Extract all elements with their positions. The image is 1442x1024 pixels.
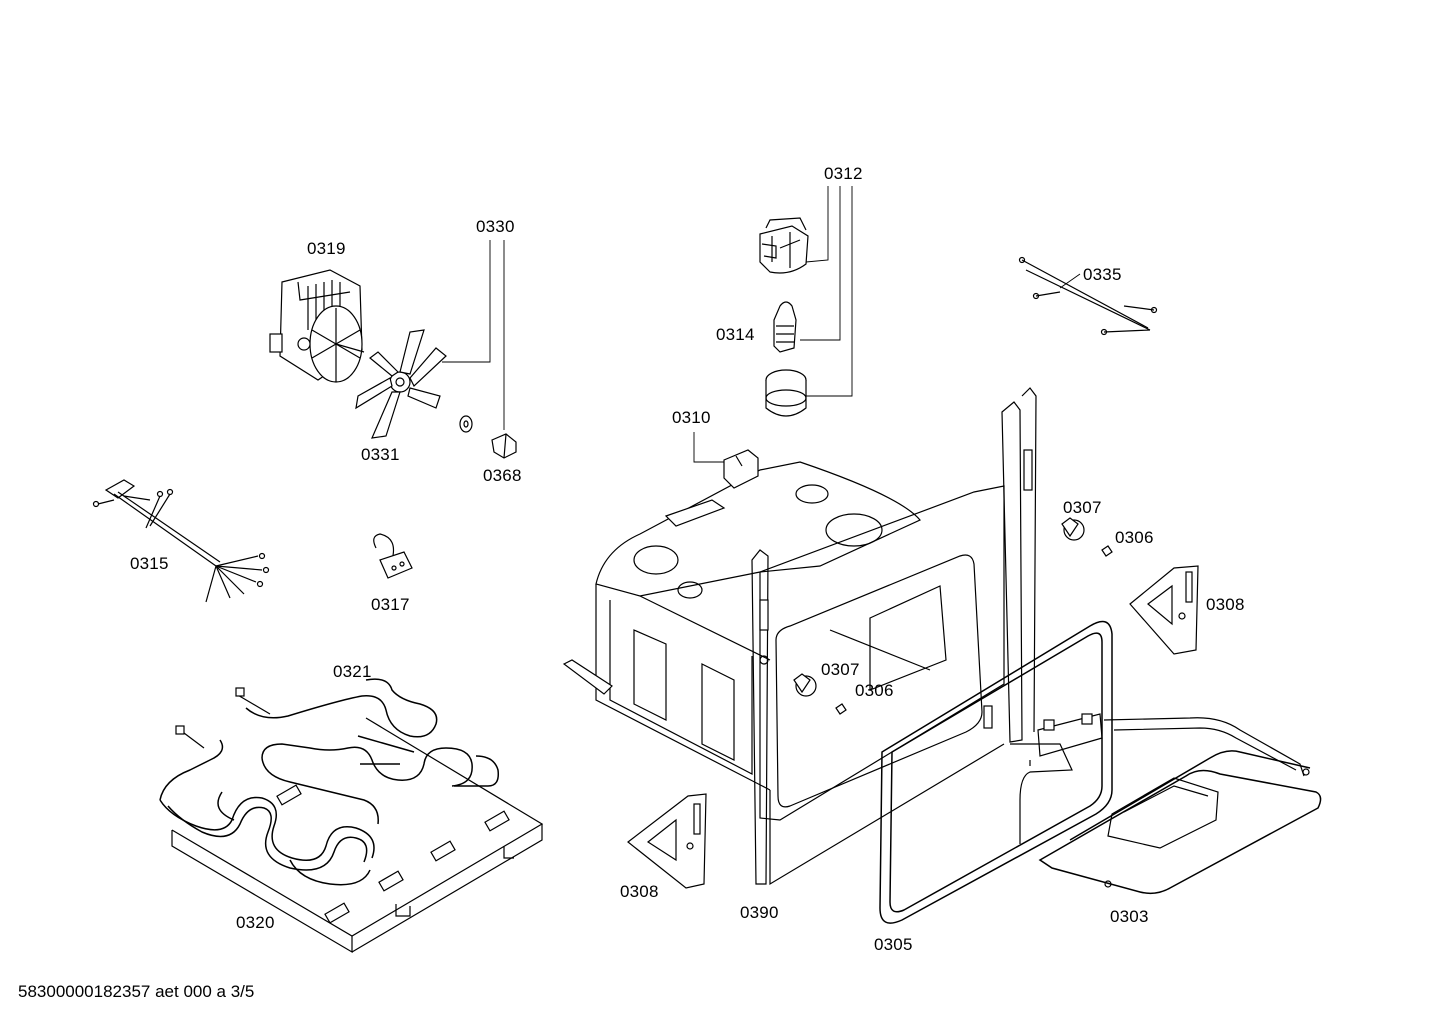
bracket-part-bottom	[627, 793, 707, 889]
part-label-0308-right: 0308	[1206, 595, 1245, 614]
knob-part-right	[1061, 517, 1085, 541]
cable-part-0335	[1018, 256, 1158, 336]
part-label-0308-bottom: 0308	[620, 882, 659, 901]
part-label-0307-right: 0307	[1063, 498, 1102, 517]
knob-part-middle	[793, 673, 817, 697]
bulb-part	[773, 301, 797, 353]
part-label-0306-middle: 0306	[855, 681, 894, 700]
wiring-harness-part	[92, 479, 270, 603]
grill-rail-part	[1010, 713, 1322, 895]
nut-part	[491, 433, 517, 459]
part-label-0368: 0368	[483, 466, 522, 485]
part-label-0315: 0315	[130, 554, 169, 573]
part-label-0330: 0330	[476, 217, 515, 236]
part-label-0321: 0321	[333, 662, 372, 681]
part-label-0307-middle: 0307	[821, 660, 860, 679]
screw-part-right	[1101, 545, 1113, 557]
part-label-0306-right: 0306	[1115, 528, 1154, 547]
part-label-0319: 0319	[307, 239, 346, 258]
part-label-0390: 0390	[740, 903, 779, 922]
part-label-0320: 0320	[236, 913, 275, 932]
bottom-heating-element-and-tray	[159, 678, 544, 954]
part-label-0317: 0317	[371, 595, 410, 614]
part-label-0312: 0312	[824, 164, 863, 183]
part-label-0331: 0331	[361, 445, 400, 464]
oven-cavity-part	[562, 387, 1037, 886]
washer-part	[459, 415, 473, 433]
part-label-0305: 0305	[874, 935, 913, 954]
drawing-reference-footer: 58300000182357 aet 000 a 3/5	[18, 982, 255, 1001]
part-label-0303: 0303	[1110, 907, 1149, 926]
fan-wheel-part	[355, 329, 447, 439]
sensor-part	[373, 533, 413, 579]
screw-part-middle	[835, 703, 847, 715]
leader-lines	[442, 186, 1081, 463]
part-label-0314: 0314	[716, 325, 755, 344]
fan-motor-part	[269, 269, 365, 383]
part-label-0310: 0310	[672, 408, 711, 427]
door-seal-part	[879, 620, 1113, 924]
lamp-glass-part	[765, 369, 807, 417]
part-label-0335: 0335	[1083, 265, 1122, 284]
bracket-part-right	[1129, 565, 1199, 655]
lamp-holder-part	[759, 217, 809, 274]
